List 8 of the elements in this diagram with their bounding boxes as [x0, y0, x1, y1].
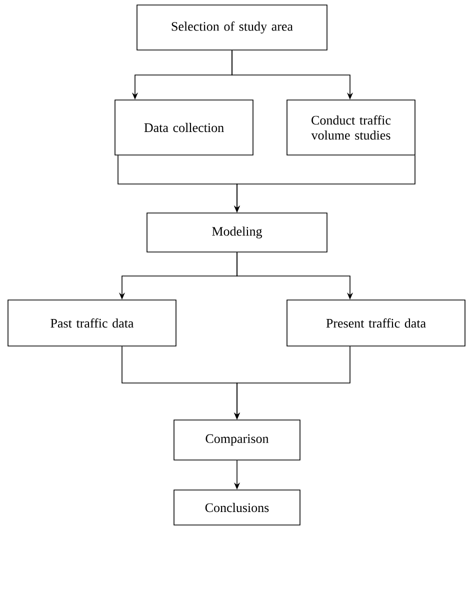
process-box: Present traffic data — [286, 300, 466, 346]
process-box: Conduct traffic volume studies — [286, 100, 416, 156]
process-box: Data collection — [114, 100, 254, 156]
process-box: Conclusions — [174, 490, 300, 526]
process-box: Past traffic data — [8, 300, 176, 346]
process-box: Comparison — [174, 420, 300, 460]
process-box: Modeling — [146, 212, 328, 252]
process-box: Selection of study area — [136, 4, 328, 50]
